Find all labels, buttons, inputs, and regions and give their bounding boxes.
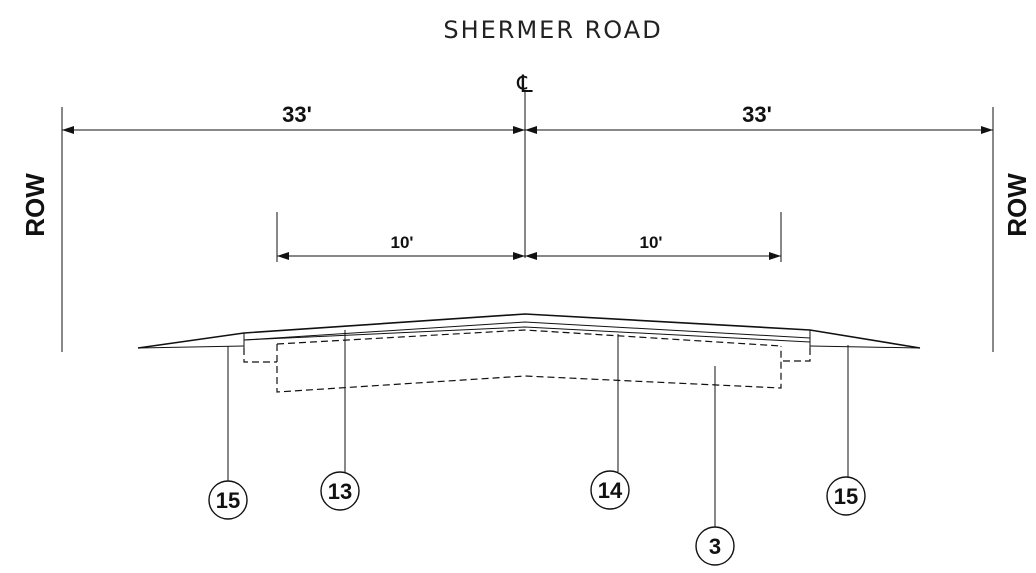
base-top-dashed	[276, 329, 782, 347]
callout-circle	[208, 480, 248, 520]
row-label-right: ROW	[1002, 173, 1032, 237]
base-outline-dashed	[276, 344, 782, 393]
callout-circle	[320, 471, 360, 511]
binder-course	[243, 326, 811, 343]
callout-circle	[826, 476, 866, 516]
callout-15-right: 15	[826, 476, 866, 516]
centerline-symbol: ℄	[516, 70, 533, 98]
callout-14: 14	[590, 470, 630, 510]
shoulder-right-bottom	[809, 345, 921, 349]
callout-label: 15	[216, 488, 240, 513]
base-step-left	[243, 348, 277, 363]
callout-label: 14	[598, 478, 623, 503]
row-label-left: ROW	[20, 173, 50, 237]
callout-circle	[590, 470, 630, 510]
arrow-inner-center-left	[513, 252, 525, 260]
callout-label: 13	[328, 479, 352, 504]
dimension-outer-right: 33'	[742, 102, 772, 127]
callout-3: 3	[695, 526, 735, 566]
dimension-inner-right: 10'	[640, 233, 663, 252]
arrow-inner-right	[769, 252, 781, 260]
road-title: SHERMER ROAD	[443, 16, 662, 44]
shoulder-left-bottom	[137, 345, 245, 349]
callout-label: 3	[709, 534, 721, 559]
callout-circle	[695, 526, 735, 566]
arrow-inner-center-right	[525, 252, 537, 260]
pavement-top-surface	[137, 313, 921, 349]
arrow-outer-center-right	[525, 126, 537, 134]
base-step-right	[781, 348, 811, 362]
arrow-inner-left	[277, 252, 289, 260]
callout-label: 15	[834, 484, 858, 509]
callout-13: 13	[320, 471, 360, 511]
arrow-outer-center-left	[513, 126, 525, 134]
arrow-outer-right	[981, 126, 993, 134]
dimension-outer-left: 33'	[282, 102, 312, 127]
dimension-inner-left: 10'	[391, 233, 414, 252]
arrow-outer-left	[62, 126, 74, 134]
callout-15-left: 15	[208, 480, 248, 520]
